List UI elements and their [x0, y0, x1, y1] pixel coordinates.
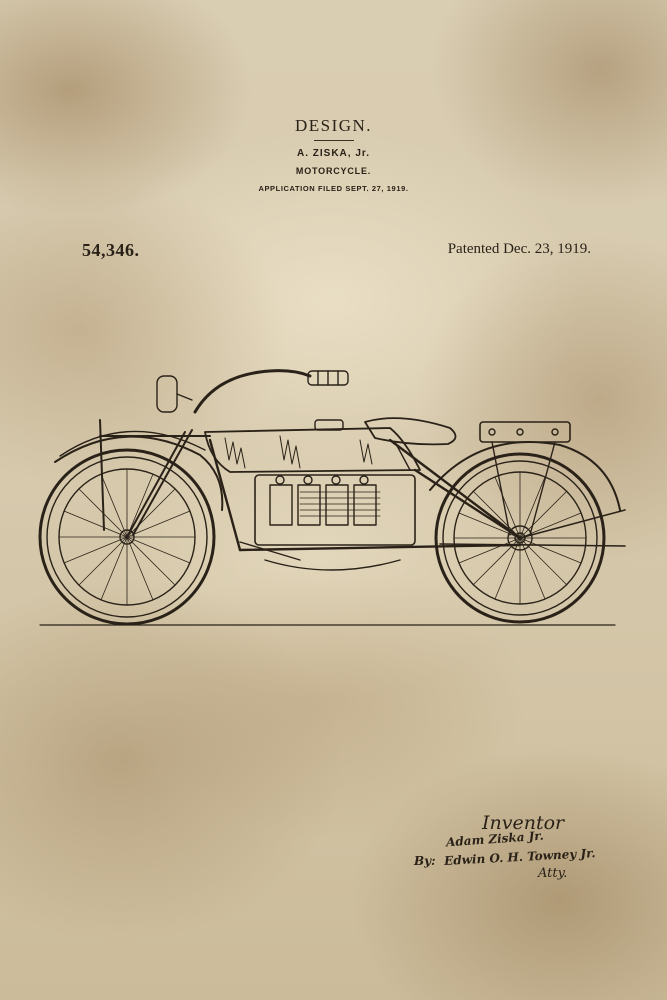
signature-block: Inventor Adam Ziska Jr. By: Edwin O. H. … [410, 808, 630, 888]
frame [208, 438, 522, 552]
fuel-tank [204, 419, 421, 473]
front-wheel [38, 448, 216, 626]
patent-date: Patented Dec. 23, 1919. [447, 241, 591, 257]
inventor-line: A. ZISKA, Jr. [296, 148, 370, 159]
front-fender [54, 435, 224, 511]
attorney-signature: Edwin O. H. Towney Jr. [443, 846, 596, 868]
handlebar [156, 369, 349, 414]
rear-wheel [434, 452, 606, 624]
front-fork [99, 419, 211, 538]
inventor-signature: Adam Ziska Jr. [445, 828, 545, 850]
attorney-title: Atty. [538, 866, 568, 881]
filed-line: APPLICATION FILED SEPT. 27, 1919. [258, 184, 409, 193]
by-label: By: [414, 854, 436, 868]
seat [364, 417, 457, 446]
design-title: DESIGN. [0, 116, 667, 141]
luggage-rack [479, 421, 571, 536]
subject-line: MOTORCYCLE. [295, 166, 372, 176]
engine [239, 474, 416, 571]
patent-number: 54,346. [82, 240, 140, 260]
rear-fender [429, 441, 621, 511]
inventor-label: Inventor [482, 812, 565, 834]
motorcycle-drawing [38, 369, 626, 626]
